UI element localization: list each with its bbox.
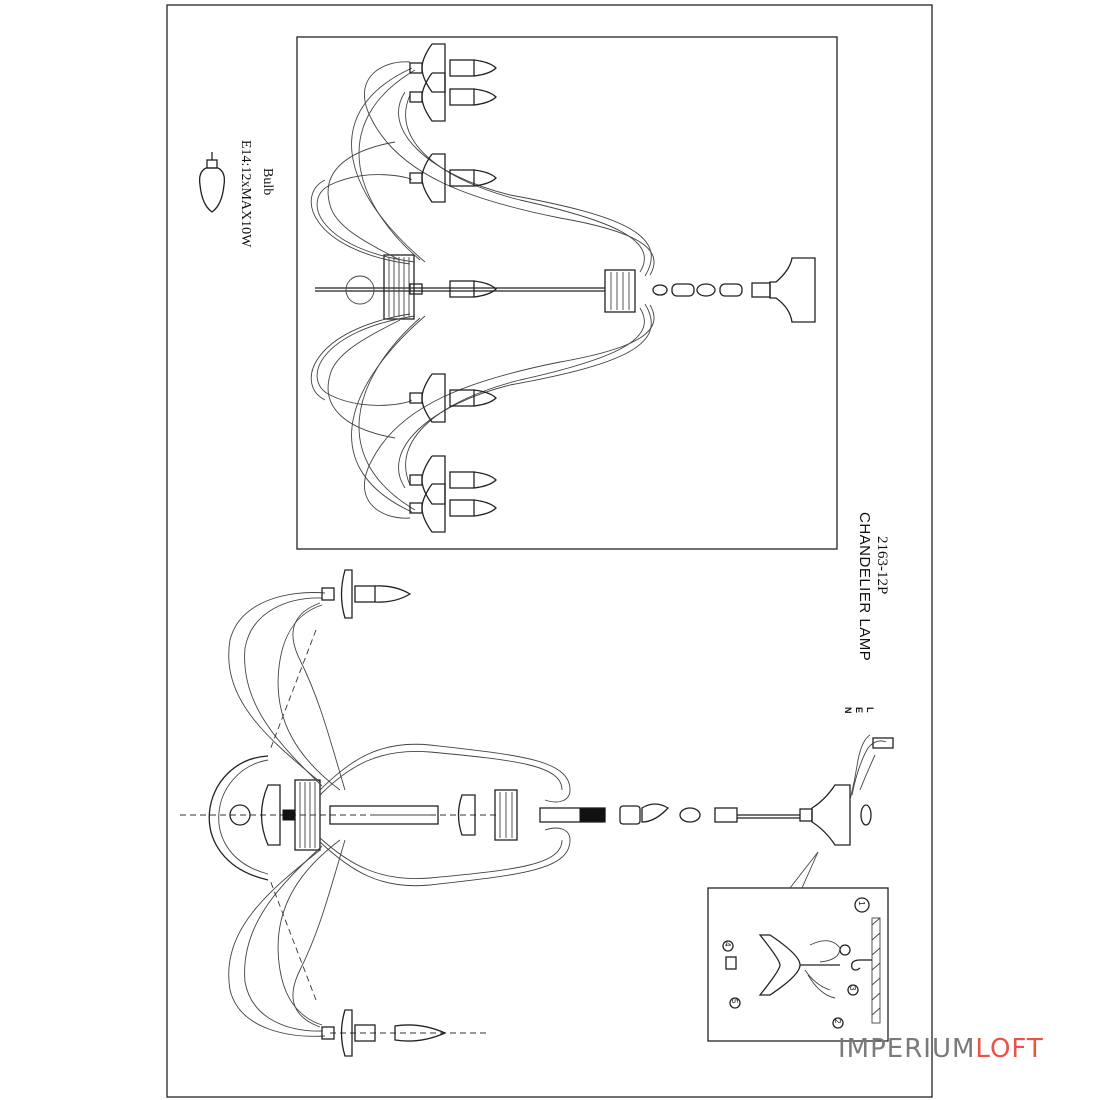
exploded-view (180, 569, 894, 1057)
wire-label-neutral: N (843, 707, 853, 714)
model-number: 2163-12P (874, 536, 890, 595)
step-1: 1 (857, 901, 866, 906)
step-3: 3 (848, 986, 857, 991)
watermark-part1: IMPERIUM (838, 1034, 976, 1064)
bottom-bobeche (260, 784, 281, 846)
wire-label-live: L (865, 707, 875, 713)
top-view-candles (409, 43, 497, 533)
bulb-spec: E14:12xMAX10W (238, 140, 253, 248)
ceiling-canopy (769, 257, 816, 323)
top-view-frame (296, 36, 838, 550)
exploded-arms (228, 592, 571, 1037)
step-2: 2 (833, 1019, 842, 1024)
installation-inset (707, 851, 889, 1042)
chain-exploded (619, 803, 813, 825)
outer-frame (166, 4, 933, 1098)
wire-label-earth: E (854, 707, 864, 714)
upper-candle (321, 569, 412, 619)
bulb-label: Bulb (260, 168, 275, 196)
wires (849, 734, 887, 801)
bulb-icon (198, 152, 226, 213)
watermark-part2: LOFT (975, 1034, 1044, 1064)
step-5: 5 (730, 999, 739, 1004)
watermark-logo: IMPERIUMLOFT (838, 1034, 1044, 1064)
top-view (296, 36, 838, 550)
lower-hub (294, 779, 321, 851)
upper-hub (494, 789, 518, 841)
central-rod (329, 805, 439, 825)
product-title: CHANDELIER LAMP (856, 512, 873, 662)
canopy-exploded (811, 784, 851, 846)
upper-collar (604, 269, 636, 313)
lower-candle (321, 1009, 447, 1057)
chain (652, 282, 771, 298)
terminal-block (872, 737, 894, 749)
step-4: 4 (723, 942, 732, 947)
top-view-arms (310, 61, 655, 519)
